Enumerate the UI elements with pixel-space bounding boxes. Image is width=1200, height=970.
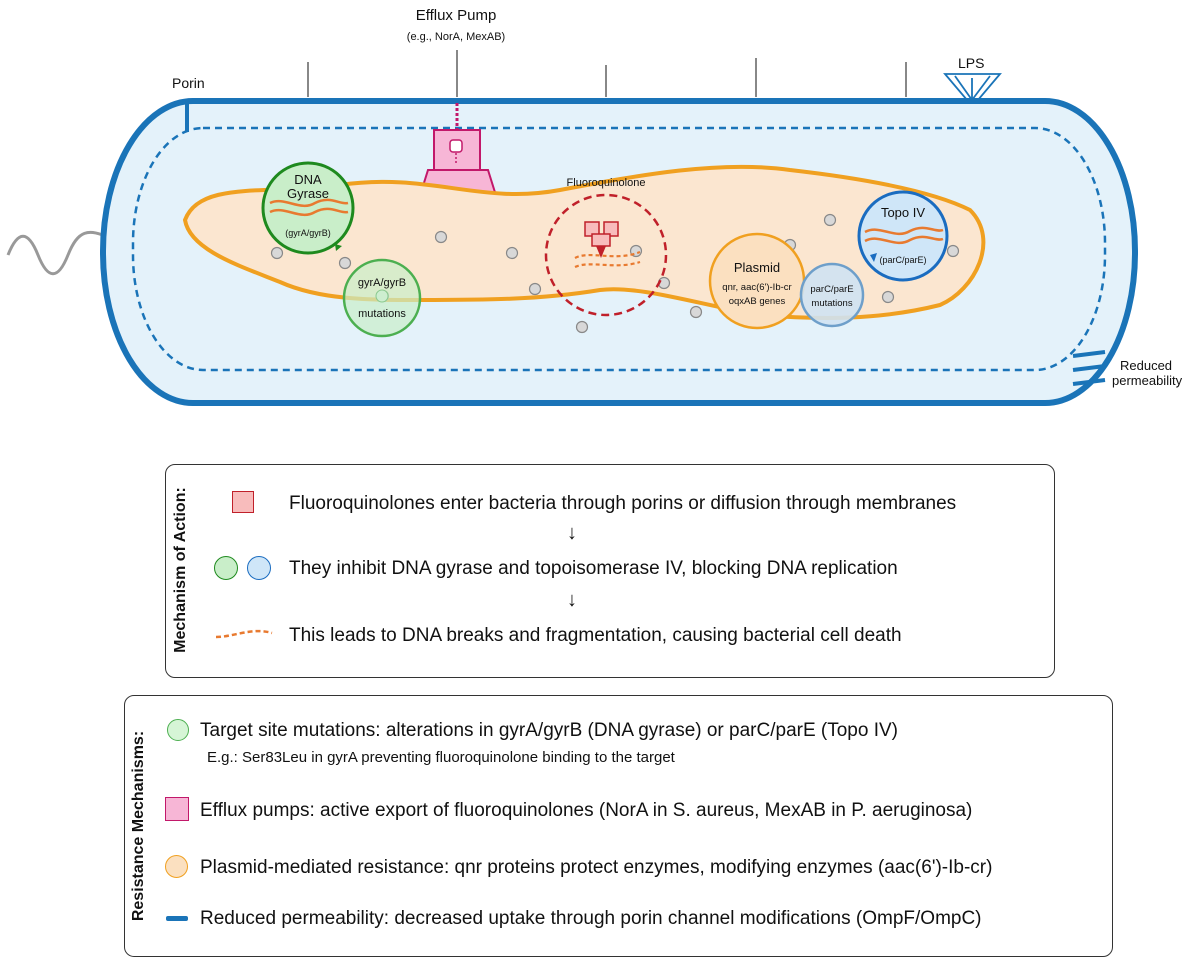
topo-circle-icon [247,556,271,580]
fluoroquinolone-square-icon [232,491,254,513]
mechanism-of-action-title: Mechanism of Action: [172,487,189,653]
resistance-target-site: Target site mutations: alterations in gy… [200,720,898,741]
surface-spikes [307,50,907,97]
gyr-mutations-label-1: gyrA/gyrB [358,277,406,289]
moa-step-2: They inhibit DNA gyrase and topoisomeras… [289,558,898,579]
plasmid [708,232,806,330]
permeability-bar-icon [166,916,188,921]
efflux-pump-title: Efflux Pump [416,7,497,24]
dna-gyrase-genes: (gyrA/gyrB) [285,228,331,238]
moa-arrow-2: ↓ [567,589,577,611]
par-mutations-label-2: mutations [811,298,852,309]
resistance-target-site-example: E.g.: Ser83Leu in gyrA preventing fluoro… [207,749,675,766]
lps-icon [943,73,1002,101]
resistance-mechanisms-title: Resistance Mechanisms: [130,730,147,922]
plasmid-circle-icon [165,855,188,878]
plasmid-genes-1: qnr, aac(6')-Ib-cr [722,282,791,293]
topo-iv-label: Topo IV [881,205,925,220]
dna-gyrase-label-2: Gyrase [287,186,329,201]
efflux-square-icon [165,797,189,821]
moa-arrow-1: ↓ [567,522,577,544]
resistance-efflux: Efflux pumps: active export of fluoroqui… [200,800,973,821]
flagellum [6,230,111,276]
par-mutations-bubble [799,262,865,328]
par-mutations-label-1: parC/parE [810,284,853,295]
resistance-mechanisms-panel: Resistance Mechanisms: Target site mutat… [124,695,1113,957]
porin-label: Porin [172,75,205,91]
gyr-mutations-label-2: mutations [358,308,406,320]
target-site-circle-icon [167,719,189,741]
moa-step-3: This leads to DNA breaks and fragmentati… [289,625,902,646]
bacterial-cell-diagram: LPS Porin Efflux Pump (e.g., NorA, MexAB… [6,7,1183,406]
dna-break-icon [215,629,273,639]
dna-gyrase-label-1: DNA [294,172,322,187]
mechanism-of-action-panel: Mechanism of Action: Fluoroquinolones en… [165,464,1055,678]
resistance-plasmid: Plasmid-mediated resistance: qnr protein… [200,857,993,878]
gyr-mutations-bubble [342,258,422,338]
fluoroquinolone-label: Fluoroquinolone [567,177,646,189]
dna-gyrase [261,161,355,255]
resistance-permeability: Reduced permeability: decreased uptake t… [200,908,982,929]
reduced-permeability-label-2: permeability [1112,373,1183,388]
topo-iv [857,190,949,282]
moa-step-1: Fluoroquinolones enter bacteria through … [289,493,957,514]
reduced-permeability-icon [1072,350,1106,386]
efflux-pump [416,103,500,203]
reduced-permeability-label-1: Reduced [1120,358,1172,373]
gyrase-circle-icon [214,556,238,580]
plasmid-title: Plasmid [734,260,780,275]
fluoroquinolone-molecules [270,213,960,334]
inner-membrane [131,126,1107,372]
plasmid-genes-2: oqxAB genes [729,296,786,307]
lps-label: LPS [958,55,984,71]
efflux-pump-subtitle: (e.g., NorA, MexAB) [407,31,505,43]
topo-iv-genes: (parC/parE) [879,255,926,265]
fluoroquinolone-target [544,193,668,317]
